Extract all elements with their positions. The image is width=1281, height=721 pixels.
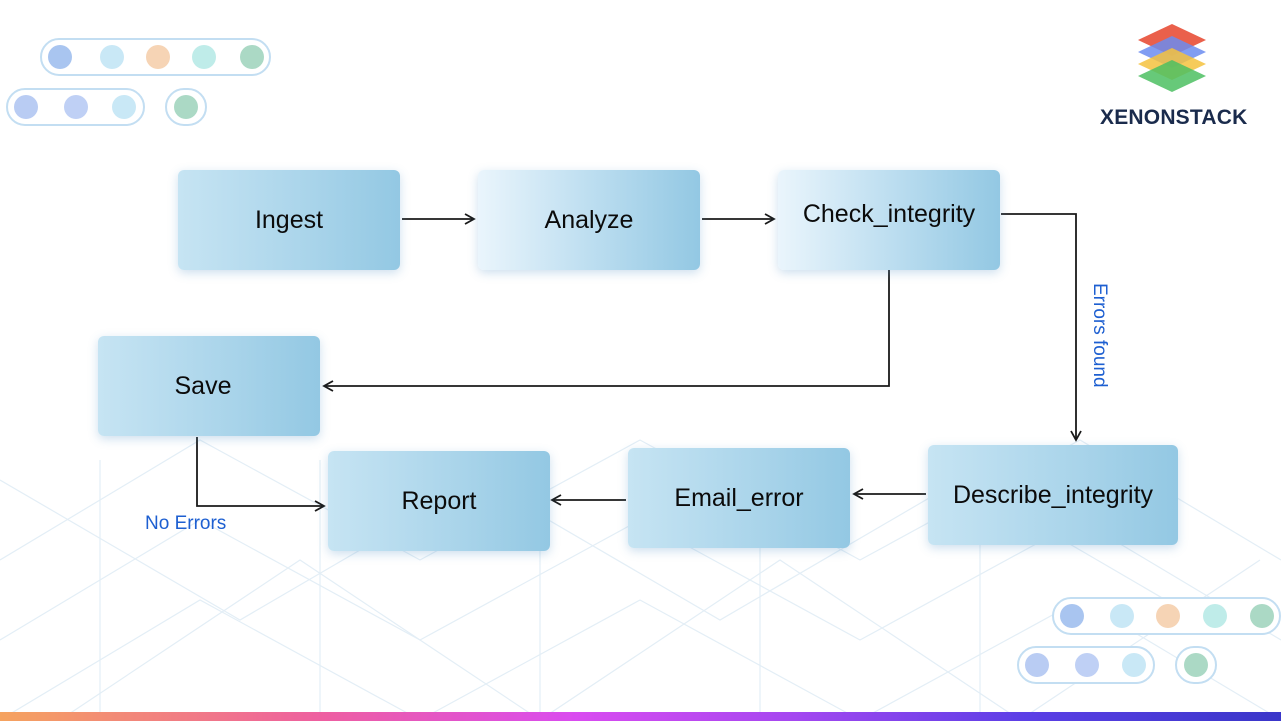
decor-dot xyxy=(1122,653,1146,677)
decor-dot xyxy=(1025,653,1049,677)
decor-dot xyxy=(1203,604,1227,628)
bottom-gradient-bar xyxy=(0,712,1281,721)
xenonstack-logo-icon xyxy=(1138,24,1206,92)
decor-dot xyxy=(1156,604,1180,628)
decor-dot xyxy=(192,45,216,69)
decor-dot xyxy=(64,95,88,119)
arrow-check-integrity-to-describe-integrity xyxy=(1001,213,1082,442)
node-report[interactable]: Report xyxy=(328,451,550,551)
brand-name: XENONSTACK xyxy=(1100,106,1248,129)
node-email-error[interactable]: Email_error xyxy=(628,448,850,548)
decor-dot xyxy=(1060,604,1084,628)
node-ingest[interactable]: Ingest xyxy=(178,170,400,270)
decor-dot xyxy=(1075,653,1099,677)
decor-dot xyxy=(146,45,170,69)
decor-dot xyxy=(14,95,38,119)
node-analyze[interactable]: Analyze xyxy=(478,170,700,270)
arrow-save-to-report xyxy=(196,437,326,512)
node-save[interactable]: Save xyxy=(98,336,320,436)
decor-dot xyxy=(240,45,264,69)
decor-dot xyxy=(174,95,198,119)
node-describe-integrity[interactable]: Describe_integrity xyxy=(928,445,1178,545)
decor-dot xyxy=(1184,653,1208,677)
edge-label-no-errors: No Errors xyxy=(145,513,227,534)
node-check-integrity[interactable]: Check_integrity xyxy=(778,170,1000,270)
decor-dot xyxy=(48,45,72,69)
edge-label-errors-found: Errors found xyxy=(1089,283,1110,388)
decor-dot xyxy=(112,95,136,119)
decor-dot xyxy=(1250,604,1274,628)
decor-dot xyxy=(1110,604,1134,628)
arrow-check-integrity-to-save xyxy=(322,270,890,392)
decor-dot xyxy=(100,45,124,69)
